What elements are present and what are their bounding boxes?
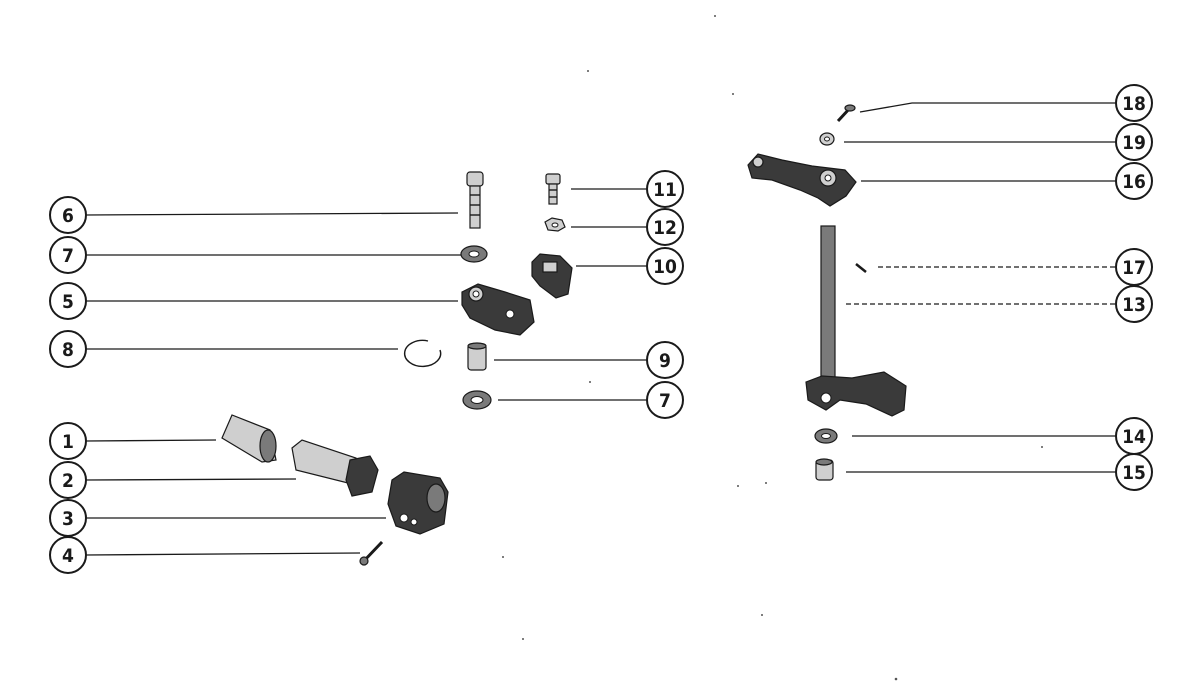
callout-1: 1	[49, 422, 87, 460]
part-11-screw	[545, 173, 561, 205]
callout-19-label: 19	[1122, 132, 1146, 154]
callout-7-upper: 7	[49, 236, 87, 274]
scan-specks	[502, 15, 1043, 681]
callout-17-label: 17	[1122, 257, 1146, 279]
part-15-bushing	[815, 458, 834, 481]
part-19-washer	[819, 132, 835, 146]
part-1-cap	[221, 414, 277, 463]
callout-14-label: 14	[1122, 426, 1146, 448]
part-13-shaft	[805, 225, 907, 417]
callout-18-label: 18	[1122, 93, 1146, 115]
callout-10-label: 10	[653, 256, 677, 278]
part-2-gear-shaft	[291, 439, 379, 497]
callout-12: 12	[646, 208, 684, 246]
part-12-nut	[544, 217, 566, 232]
part-5-bracket	[461, 283, 535, 336]
callout-9-label: 9	[659, 350, 671, 372]
callout-15-label: 15	[1122, 462, 1146, 484]
callout-5: 5	[49, 282, 87, 320]
part-7-washer-upper	[460, 245, 488, 263]
callout-2: 2	[49, 461, 87, 499]
callout-7-lower: 7	[646, 381, 684, 419]
part-16-upper-arm	[747, 153, 857, 207]
part-18-pin	[836, 104, 856, 123]
callout-1-label: 1	[62, 431, 74, 453]
callout-19: 19	[1115, 123, 1153, 161]
part-10-clamp	[531, 253, 573, 299]
callout-15: 15	[1115, 453, 1153, 491]
callout-18: 18	[1115, 84, 1153, 122]
callout-2-label: 2	[62, 470, 74, 492]
callout-8-label: 8	[62, 339, 74, 361]
part-8-snap-ring	[403, 339, 442, 368]
part-7-washer-lower	[462, 390, 492, 410]
callout-12-label: 12	[653, 217, 677, 239]
callout-16-label: 16	[1122, 171, 1146, 193]
part-14-washer	[814, 428, 838, 444]
part-17-pin	[855, 263, 867, 273]
callout-13-label: 13	[1122, 294, 1146, 316]
callout-7-lower-label: 7	[659, 390, 671, 412]
callout-6: 6	[49, 196, 87, 234]
leader-lines	[85, 102, 1116, 556]
callout-4-label: 4	[62, 545, 74, 567]
callout-17: 17	[1115, 248, 1153, 286]
callout-10: 10	[646, 247, 684, 285]
callout-4: 4	[49, 536, 87, 574]
callout-13: 13	[1115, 285, 1153, 323]
callout-14: 14	[1115, 417, 1153, 455]
callout-3: 3	[49, 499, 87, 537]
part-4-screw	[359, 540, 384, 566]
callout-11: 11	[646, 170, 684, 208]
callout-3-label: 3	[62, 508, 74, 530]
callout-7-upper-label: 7	[62, 245, 74, 267]
part-3-housing	[387, 471, 449, 535]
callout-9: 9	[646, 341, 684, 379]
callout-5-label: 5	[62, 291, 74, 313]
callout-11-label: 11	[653, 179, 677, 201]
callout-16: 16	[1115, 162, 1153, 200]
part-6-bolt	[466, 171, 484, 229]
callout-8: 8	[49, 330, 87, 368]
part-9-bushing	[467, 342, 487, 371]
callout-6-label: 6	[62, 205, 74, 227]
